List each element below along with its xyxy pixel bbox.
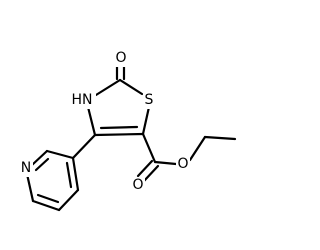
bond-pyr-c4-c3	[71, 156, 80, 192]
ester-ether-oxygen-bg	[176, 156, 190, 173]
ester-carbonyl-oxygen-label: O	[132, 177, 143, 193]
bond-pyr-c5-c4	[57, 188, 80, 212]
ester-carbonyl-oxygen-bg	[131, 177, 145, 194]
bond-pyr-n1-c6	[25, 172, 35, 203]
carbonyl-oxygen-label: O	[115, 50, 126, 66]
ester-ether-oxygen-label: O	[177, 156, 188, 172]
bond-ch2-ch3	[203, 135, 237, 141]
bond-pyr-c3-c2	[45, 149, 75, 160]
ring-sulfur-label: S	[145, 92, 154, 108]
bond-pyr-c4-c3-inner	[65, 161, 73, 189]
pyridine-nitrogen-label: N	[21, 160, 31, 176]
bond-c2-s1	[118, 78, 144, 96]
ring-nitrogen-label: HN	[72, 92, 93, 108]
bond-c5-ester-c	[141, 132, 157, 164]
bond-c4-pyr-c3	[71, 133, 97, 160]
bond-c4-c5	[93, 132, 145, 137]
bond-ester-c-o-single	[153, 160, 178, 166]
bond-s1-c5	[141, 105, 151, 136]
bond-c4-c5-inner	[99, 125, 139, 130]
bond-pyr-c2-n1	[30, 149, 49, 167]
atom-layer: O HN S N O O	[19, 50, 190, 194]
bond-ester-c-o-double-b	[142, 164, 160, 183]
bond-n3-c4	[86, 105, 97, 137]
bond-pyr-c6-c5	[31, 199, 61, 212]
bond-layer	[25, 60, 237, 212]
bond-c2-n3	[94, 78, 122, 97]
molecule-structure: O HN S N O O	[19, 50, 237, 212]
carbonyl-oxygen-bg	[114, 50, 128, 67]
bond-pyr-c6-c5-inner	[36, 193, 60, 204]
bond-ester-c-o-double-a	[136, 159, 154, 178]
bond-pyr-c2-n1-inner	[34, 157, 50, 172]
ring-sulfur-bg	[143, 92, 156, 109]
pyridine-nitrogen-bg	[19, 160, 33, 177]
ring-nitrogen-bg	[69, 92, 96, 109]
bond-ester-o-ch2	[188, 135, 207, 162]
